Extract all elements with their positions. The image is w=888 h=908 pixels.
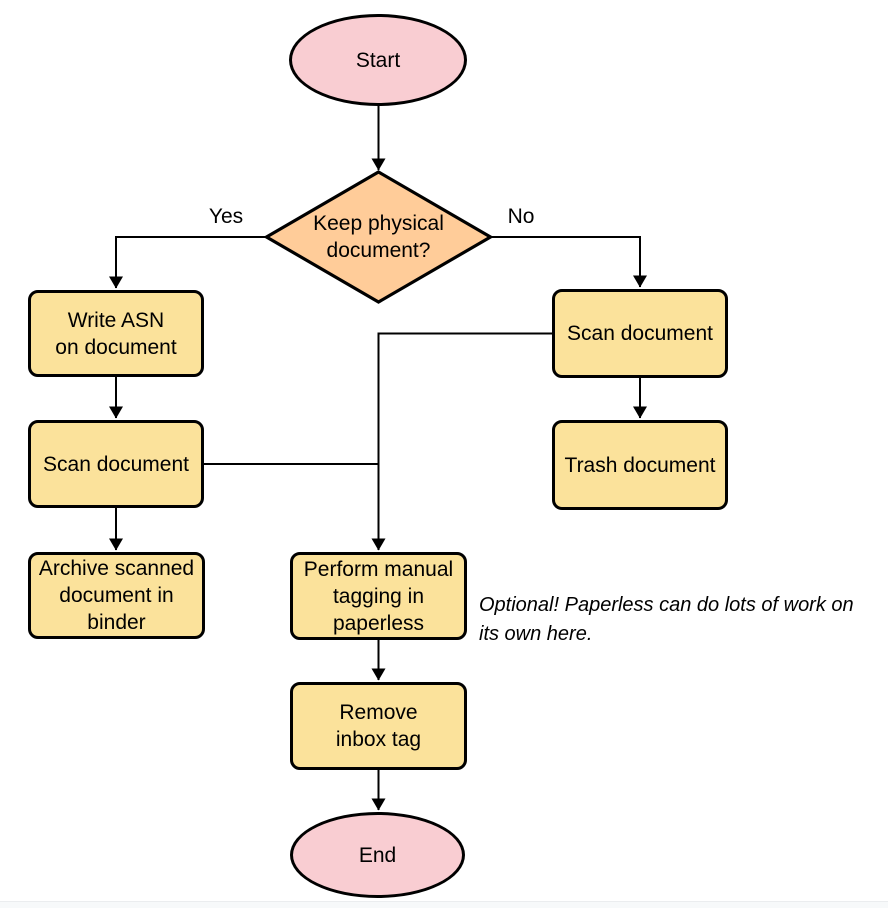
edge-label-yes: Yes	[208, 205, 244, 228]
bottom-page-strip	[0, 901, 888, 908]
node-decision-label: Keep physical document?	[313, 212, 444, 262]
node-manual-tagging: Perform manual tagging in paperless	[290, 552, 467, 640]
node-start: Start	[289, 14, 467, 106]
edge-label-no: No	[507, 205, 535, 228]
edge-decision-no-to-scan-right	[490, 236, 647, 288]
node-end: End	[290, 812, 465, 898]
node-write-asn: Write ASN on document	[28, 290, 204, 377]
node-scan-document-left: Scan document	[28, 420, 204, 508]
edge-scan-right-to-tagging	[371, 332, 552, 551]
node-trash-document: Trash document	[552, 420, 728, 510]
optional-note: Optional! Paperless can do lots of work …	[479, 594, 854, 645]
edge-decision-yes-to-write-asn	[109, 236, 267, 289]
node-remove-inbox-tag: Remove inbox tag	[290, 682, 467, 770]
decision-diamond-shape	[263, 170, 494, 304]
node-scan-document-right: Scan document	[552, 289, 728, 378]
node-archive-binder: Archive scanned document in binder	[28, 552, 205, 639]
